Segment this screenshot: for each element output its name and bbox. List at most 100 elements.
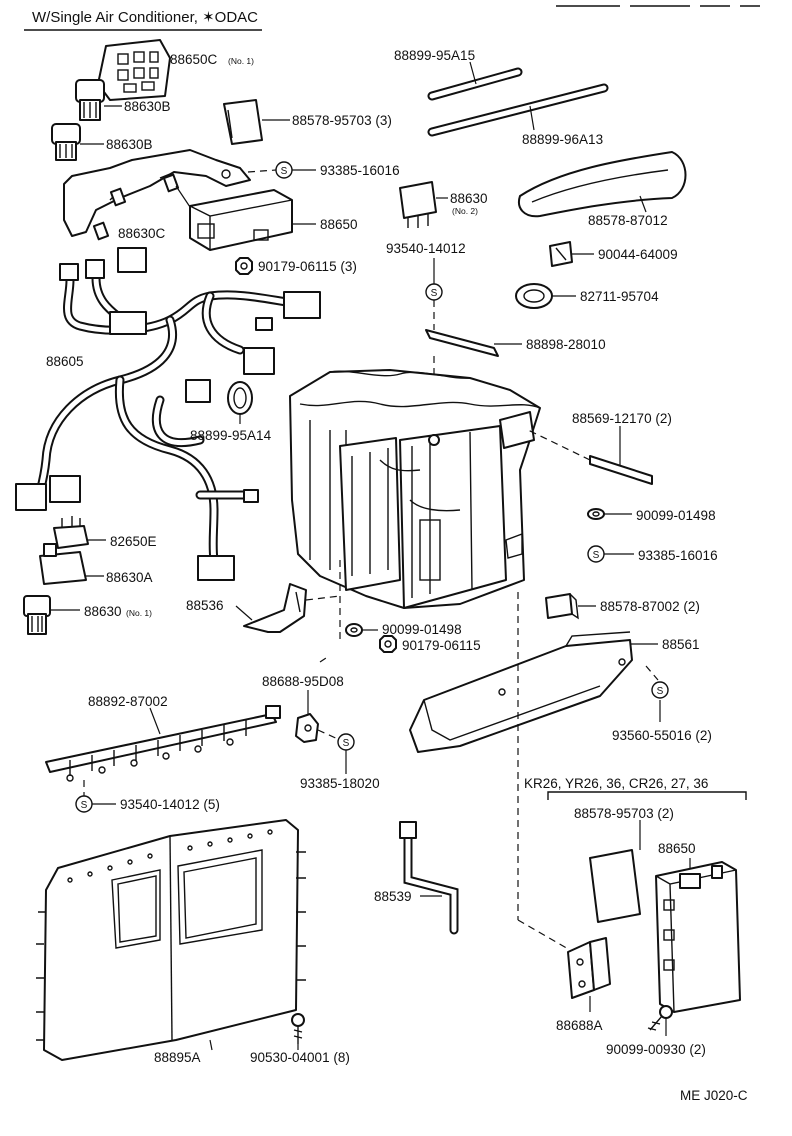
washer-90099-01498-center xyxy=(345,623,363,637)
figure-code: ME J020-C xyxy=(680,1088,748,1103)
clamp-88899-95a14 xyxy=(227,381,253,415)
screw-symbol-93540-14012-bottom: S xyxy=(75,795,93,813)
part-label-90099-01498-right: 90099-01498 xyxy=(636,508,716,523)
part-label-88895a: 88895A xyxy=(154,1050,201,1065)
screw-symbol-93560-55016: S xyxy=(651,681,669,699)
part-label-90044-64009: 90044-64009 xyxy=(598,247,678,262)
relay-block-88650c xyxy=(97,39,171,101)
nut-90179-06115 xyxy=(235,257,253,275)
amplifier-88650-variant xyxy=(655,861,741,1013)
screw-90099-00930 xyxy=(647,1005,673,1031)
bracket-88688-95d08 xyxy=(295,713,319,743)
part-label-88630a: 88630A xyxy=(106,570,153,585)
part-label-88650: 88650 xyxy=(320,217,358,232)
bracket-88536 xyxy=(243,583,307,633)
relay-88630-no2 xyxy=(399,181,437,228)
switch-88630a xyxy=(39,543,87,585)
hose-88899-95a15 xyxy=(427,67,523,101)
part-label-88630b-upper: 88630B xyxy=(124,99,171,114)
svg-text:S: S xyxy=(431,288,438,299)
bracket-88688a xyxy=(567,937,611,999)
svg-text:88630: 88630 xyxy=(84,604,122,619)
nut-90179-06115-center xyxy=(379,635,397,653)
hose-88899-96a13 xyxy=(427,83,609,137)
part-label-88630c: 88630C xyxy=(118,226,166,241)
part-label-93540-14012-top: 93540-14012 xyxy=(386,241,466,256)
drain-hose-88539 xyxy=(399,821,459,935)
svg-text:S: S xyxy=(281,166,288,177)
cover-88561 xyxy=(409,631,633,753)
part-label-93560-55016: 93560-55016 (2) xyxy=(612,728,712,743)
svg-text:(No. 2): (No. 2) xyxy=(452,206,478,216)
part-label-88578-95703-2: 88578-95703 (2) xyxy=(574,806,674,821)
switch-88630b-lower xyxy=(51,123,81,161)
part-label-93385-18020: 93385-18020 xyxy=(300,776,380,791)
clamp-rail-88892-87002 xyxy=(45,705,281,782)
part-label-88630-no2: 88630 (No. 2) xyxy=(450,191,488,216)
part-label-93385-16016-right: 93385-16016 xyxy=(638,548,718,563)
amplifier-88650 xyxy=(189,189,293,251)
strap-88898-28010 xyxy=(425,329,499,357)
switch-88630-no1 xyxy=(23,595,51,635)
part-label-88561: 88561 xyxy=(662,637,700,652)
wire-harness-88605 xyxy=(15,247,321,581)
strap-88569-12170 xyxy=(589,455,653,485)
duct-88578-87012 xyxy=(518,151,687,218)
pad-88578-87002 xyxy=(545,593,579,620)
sensor-82650e xyxy=(53,516,89,549)
diagram-title: W/Single Air Conditioner, ✶ODAC xyxy=(32,9,258,26)
svg-text:S: S xyxy=(81,800,88,811)
pad-88578-95703-variant xyxy=(589,849,641,923)
svg-text:S: S xyxy=(343,738,350,749)
part-label-93385-16016-top: 93385-16016 xyxy=(320,163,400,178)
part-label-88899-95a14: 88899-95A14 xyxy=(190,428,272,443)
part-label-88605: 88605 xyxy=(46,354,84,369)
part-label-90530-04001: 90530-04001 (8) xyxy=(250,1050,350,1065)
bracket-88630c xyxy=(63,149,251,241)
part-label-88539: 88539 xyxy=(374,889,412,904)
part-label-88578-95703-3: 88578-95703 (3) xyxy=(292,113,392,128)
part-label-88899-95a15: 88899-95A15 xyxy=(394,48,475,63)
part-label-88898-28010: 88898-28010 xyxy=(526,337,606,352)
clip-90044-64009 xyxy=(549,241,573,267)
part-label-88630b-lower: 88630B xyxy=(106,137,153,152)
clamp-82711-95704 xyxy=(515,283,553,309)
part-label-88688a: 88688A xyxy=(556,1018,603,1033)
part-label-93540-14012-5: 93540-14012 (5) xyxy=(120,797,220,812)
svg-text:S: S xyxy=(657,686,664,697)
part-label-88899-96a13: 88899-96A13 xyxy=(522,132,603,147)
part-label-90179-06115-3: 90179-06115 (3) xyxy=(258,259,357,274)
part-label-90099-01498-center: 90099-01498 xyxy=(382,622,462,637)
part-label-88650-variant: 88650 xyxy=(658,841,696,856)
part-label-82711-95704: 82711-95704 xyxy=(580,289,659,304)
part-label-82650e: 82650E xyxy=(110,534,157,549)
screw-90530-04001 xyxy=(291,1013,305,1044)
switch-88630b-upper xyxy=(75,79,105,121)
svg-text:S: S xyxy=(593,550,600,561)
part-label-88630-no1: 88630 (No. 1) xyxy=(84,604,152,619)
pad-88578-95703 xyxy=(223,99,263,145)
part-label-88569-12170: 88569-12170 (2) xyxy=(572,411,672,426)
svg-text:88630: 88630 xyxy=(450,191,488,206)
svg-text:(No. 1): (No. 1) xyxy=(228,56,254,66)
variant-bracket xyxy=(547,791,747,800)
svg-text:(No. 1): (No. 1) xyxy=(126,608,152,618)
cover-panel-88895a xyxy=(36,819,306,1061)
screw-symbol-93385-18020: S xyxy=(337,733,355,751)
screw-symbol-93385-16016-top: S xyxy=(275,161,293,179)
washer-90099-01498-right xyxy=(587,508,605,520)
part-label-90179-06115-center: 90179-06115 xyxy=(402,638,481,653)
part-label-88578-87002: 88578-87002 (2) xyxy=(600,599,700,614)
variant-label: KR26, YR26, 36, CR26, 27, 36 xyxy=(524,776,708,791)
part-label-88650c: 88650C (No. 1) xyxy=(170,52,254,67)
part-label-88688-95d08: 88688-95D08 xyxy=(262,674,344,689)
part-label-88578-87012: 88578-87012 xyxy=(588,213,668,228)
part-label-88536: 88536 xyxy=(186,598,224,613)
part-label-88892-87002: 88892-87002 xyxy=(88,694,168,709)
svg-text:88650C: 88650C xyxy=(170,52,218,67)
cooling-unit xyxy=(289,369,541,609)
part-label-90099-00930: 90099-00930 (2) xyxy=(606,1042,706,1057)
screw-symbol-93540-14012-top: S xyxy=(425,283,443,301)
screw-symbol-93385-16016-right: S xyxy=(587,545,605,563)
